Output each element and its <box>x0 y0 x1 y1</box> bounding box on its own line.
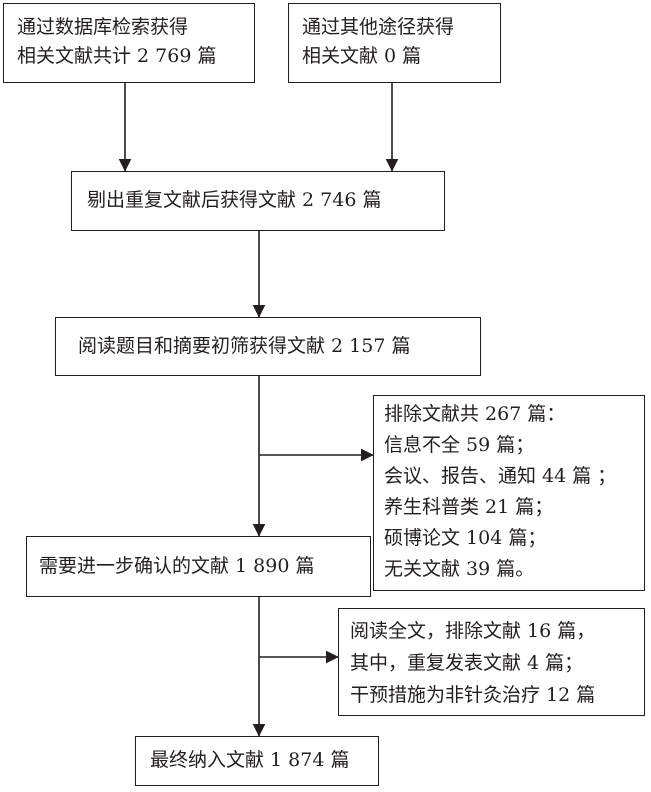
box-text: 剔出重复文献后获得文献 2 746 篇 <box>87 189 382 211</box>
box-text: 相关文献 0 篇 <box>302 45 422 67</box>
other-sources-box: 通过其他途径获得 相关文献 0 篇 <box>288 3 501 83</box>
excluded-box: 排除文献共 267 篇： 信息不全 59 篇； 会议、报告、通知 44 篇 ； … <box>373 395 645 591</box>
box-text: 排除文献共 267 篇： <box>384 403 566 425</box>
box-text: 最终纳入文献 1 874 篇 <box>150 749 350 771</box>
box-text: 阅读全文，排除文献 16 篇， <box>350 620 596 642</box>
box-text: 硕博论文 104 篇； <box>384 527 547 549</box>
box-text: 相关文献共计 2 769 篇 <box>17 45 217 67</box>
box-text: 通过数据库检索获得 <box>17 16 189 38</box>
confirm-box: 需要进一步确认的文献 1 890 篇 <box>26 536 371 597</box>
box-text: 阅读题目和摘要初筛获得文献 2 157 篇 <box>78 335 411 357</box>
box-text: 通过其他途径获得 <box>302 16 455 38</box>
box-text: 无关文献 39 篇。 <box>384 558 535 580</box>
screening-box: 阅读题目和摘要初筛获得文献 2 157 篇 <box>55 317 481 376</box>
box-text: 养生科普类 21 篇； <box>384 496 554 518</box>
box-text: 干预措施为非针灸治疗 12 篇 <box>350 684 596 706</box>
final-box: 最终纳入文献 1 874 篇 <box>135 736 379 786</box>
db-search-box: 通过数据库检索获得 相关文献共计 2 769 篇 <box>3 3 255 83</box>
dedup-box: 剔出重复文献后获得文献 2 746 篇 <box>71 171 445 231</box>
box-text: 会议、报告、通知 44 篇 ； <box>384 465 617 487</box>
box-text: 需要进一步确认的文献 1 890 篇 <box>39 555 315 577</box>
box-text: 信息不全 59 篇； <box>384 434 535 456</box>
box-text: 其中，重复发表文献 4 篇； <box>350 652 584 674</box>
fulltext-excluded-box: 阅读全文，排除文献 16 篇， 其中，重复发表文献 4 篇； 干预措施为非针灸治… <box>338 608 645 716</box>
